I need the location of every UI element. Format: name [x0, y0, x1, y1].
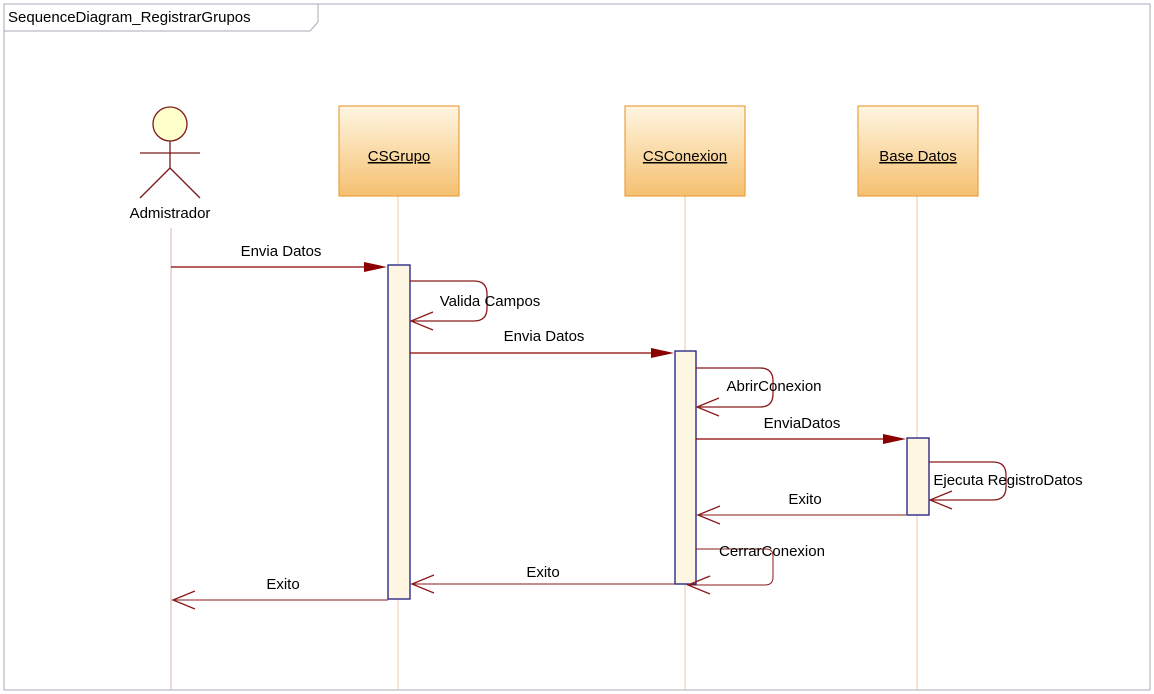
message-label: Envia Datos	[241, 243, 322, 260]
message-label: Exito	[526, 564, 559, 581]
participant-basedatos: Base Datos	[857, 105, 979, 197]
message-ejecuta-registrodatos	[928, 461, 1007, 510]
activation-csgrupo	[387, 264, 411, 600]
message-exito-1: Exito	[696, 491, 906, 525]
activation-basedatos	[906, 437, 930, 516]
message-label: Valida Campos	[440, 293, 541, 310]
message-label: Exito	[788, 491, 821, 508]
message-envia-datos-1: Envia Datos	[171, 243, 387, 272]
message-enviadatos: EnviaDatos	[696, 415, 906, 444]
diagram-title-tab	[3, 3, 319, 32]
participant-csconexion: CSConexion	[624, 105, 746, 197]
message-label: Exito	[266, 576, 299, 593]
message-label: AbrirConexion	[726, 378, 821, 395]
message-envia-datos-2: Envia Datos	[410, 328, 674, 358]
diagram-title: SequenceDiagram_RegistrarGrupos	[8, 9, 251, 26]
participant-csconexion-label: CSConexion	[643, 148, 727, 165]
message-label: EnviaDatos	[764, 415, 841, 432]
message-exito-3: Exito	[171, 576, 388, 610]
stick-figure-actor-icon	[139, 106, 201, 199]
message-cerrar-conexion	[686, 548, 774, 595]
message-label: Ejecuta RegistroDatos	[933, 472, 1082, 489]
message-abrir-conexion	[695, 367, 774, 417]
activation-csconexion	[674, 350, 697, 585]
participant-csgrupo: CSGrupo	[338, 105, 460, 197]
message-label: CerrarConexion	[719, 543, 825, 560]
message-exito-2: Exito	[410, 564, 675, 594]
message-label: Envia Datos	[504, 328, 585, 345]
participant-basedatos-label: Base Datos	[879, 148, 957, 165]
participant-csgrupo-label: CSGrupo	[368, 148, 431, 165]
actor-label: Admistrador	[130, 205, 211, 222]
message-valida-campos	[409, 280, 488, 331]
